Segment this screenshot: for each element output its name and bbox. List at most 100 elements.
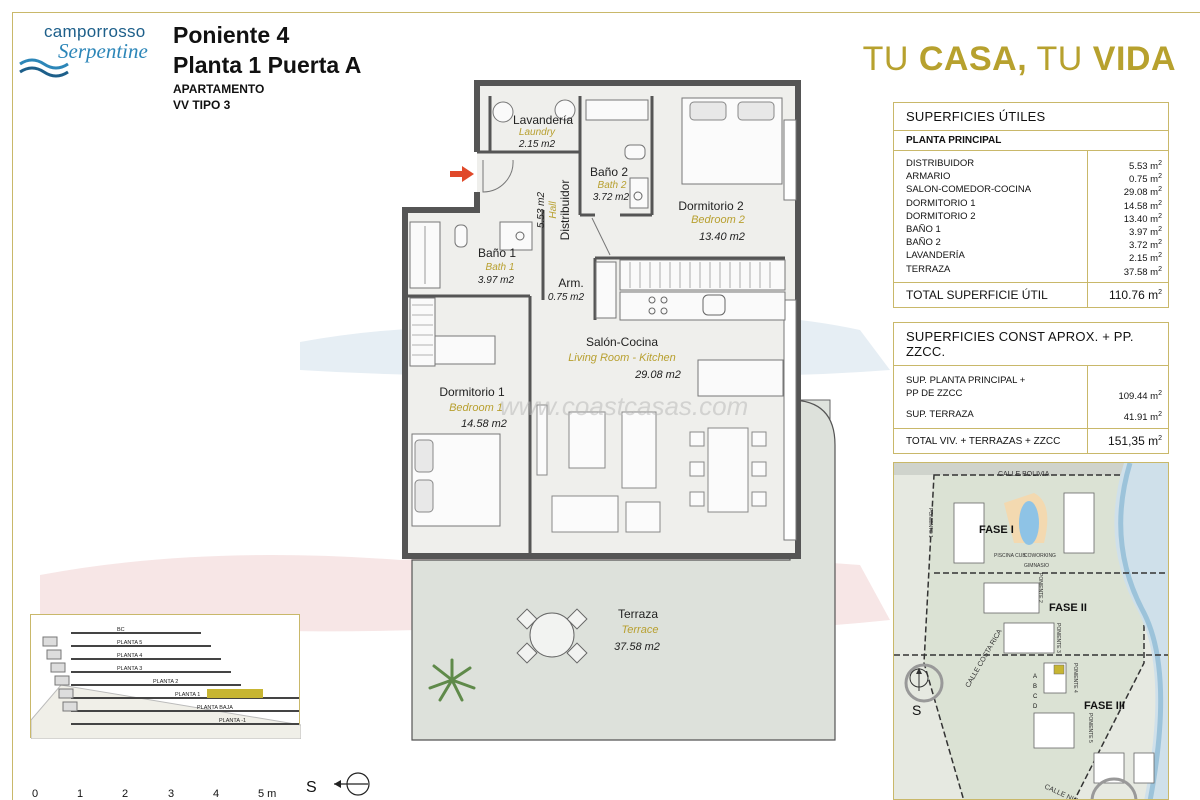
- useful-area-table: SUPERFICIES ÚTILES PLANTA PRINCIPAL DIST…: [893, 102, 1169, 308]
- amenity-label-coworking: COWORKING: [1024, 553, 1056, 559]
- useful-area-row-value: 3.72 m2: [1129, 239, 1162, 252]
- built-row2-value: 41.91 m2: [1123, 411, 1162, 424]
- section-level-label: PLANTA 2: [153, 679, 178, 685]
- outer-walls: [402, 80, 801, 559]
- svg-text:2.15 m2: 2.15 m2: [518, 139, 556, 150]
- svg-text:3.97 m2: 3.97 m2: [478, 275, 515, 286]
- north-arrow-icon: [334, 772, 370, 796]
- door-label-d: D: [1033, 704, 1038, 710]
- useful-area-row-value: 29.08 m2: [1123, 186, 1162, 199]
- watermark: www.coastcasas.com: [500, 391, 749, 421]
- built-row1-label-b: PP DE ZZCC: [906, 388, 963, 400]
- building-label-p5: PONIENTE 5: [1087, 713, 1093, 743]
- section-level-label: PLANTA -1: [219, 718, 246, 724]
- phase-2-label: FASE II: [1049, 602, 1087, 614]
- useful-area-row-name: TERRAZA: [906, 263, 951, 275]
- building-label-p4: PONIENTE 4: [1072, 663, 1078, 693]
- door-label-b: B: [1033, 684, 1037, 690]
- unit-subtype: VV TIPO 3: [173, 98, 231, 112]
- amenity-label-gym: GIMNASIO: [1024, 563, 1049, 569]
- room-label-bano2: Baño 2 Bath 2 3.72 m2: [590, 165, 630, 203]
- site-north-icon: [909, 668, 929, 691]
- amenity-label-pool: PISCINA CUB.: [994, 553, 1027, 559]
- svg-text:Dormitorio 2: Dormitorio 2: [678, 199, 744, 213]
- svg-text:Salón-Cocina: Salón-Cocina: [586, 335, 658, 349]
- svg-text:Terrace: Terrace: [622, 624, 659, 636]
- section-terrace-block: [54, 675, 70, 686]
- door-label-c: C: [1033, 694, 1038, 700]
- terrace-table: [529, 612, 575, 658]
- building-label-p1: PONIENTE 1: [927, 508, 933, 538]
- useful-area-row-value: 5.53 m2: [1129, 160, 1162, 173]
- phase-3-label: FASE III: [1084, 700, 1125, 712]
- interior-walls: [405, 96, 785, 556]
- building-title: Poniente 4: [173, 22, 290, 48]
- section-level-label: PLANTA BAJA: [197, 705, 233, 711]
- svg-text:3.72 m2: 3.72 m2: [593, 192, 630, 203]
- unit-type: APARTAMENTO: [173, 82, 265, 96]
- svg-text:29.08 m2: 29.08 m2: [634, 369, 681, 381]
- svg-text:14.58 m2: 14.58 m2: [461, 418, 507, 430]
- section-terrace-block: [42, 636, 58, 647]
- section-highlight-level: [207, 689, 263, 698]
- room-label-bano1: Baño 1 Bath 1 3.97 m2: [478, 246, 516, 286]
- built-total-value: 151,35 m2: [1108, 433, 1162, 448]
- svg-text:Living Room - Kitchen: Living Room - Kitchen: [568, 352, 676, 364]
- built-area-title: SUPERFICIES CONST APROX. + PP. ZZCC.: [894, 323, 1168, 366]
- svg-text:Terraza: Terraza: [618, 607, 658, 621]
- built-row1-value: 109.44 m2: [1118, 390, 1162, 403]
- useful-area-row-value: 3.97 m2: [1129, 225, 1162, 239]
- svg-text:13.40 m2: 13.40 m2: [699, 231, 745, 243]
- useful-area-row-name: BAÑO 2: [906, 237, 941, 249]
- room-label-distribuidor: Distribuidor Hall 5.53 m2: [536, 180, 572, 241]
- section-level-label: BC: [117, 627, 125, 633]
- room-label-lavanderia: Lavandería Laundry 2.15 m2: [513, 113, 573, 150]
- slogan: TU CASA, TU VIDA: [862, 40, 1176, 78]
- svg-text:Dormitorio 1: Dormitorio 1: [439, 385, 505, 399]
- room-label-armario: Arm. 0.75 m2: [548, 276, 585, 303]
- room-label-salon: Salón-Cocina Living Room - Kitchen 29.08…: [568, 335, 681, 381]
- built-row1-label-a: SUP. PLANTA PRINCIPAL +: [906, 375, 1026, 386]
- page-frame: [12, 12, 1200, 800]
- shower-2: [585, 99, 649, 121]
- room-label-dormitorio2: Dormitorio 2 Bedroom 2 13.40 m2: [678, 199, 745, 243]
- svg-text:Lavandería: Lavandería: [513, 113, 573, 127]
- site-north-label: S: [912, 702, 921, 718]
- useful-area-total-label: TOTAL SUPERFICIE ÚTIL: [894, 282, 1088, 307]
- useful-area-row-name: BAÑO 1: [906, 223, 941, 235]
- svg-text:37.58 m2: 37.58 m2: [614, 641, 660, 653]
- useful-area-row-name: DORMITORIO 2: [906, 210, 976, 222]
- kitchen-tall-units: [619, 259, 786, 291]
- section-level-label: PLANTA 5: [117, 640, 142, 646]
- scale-bar: 0 1 2 3 4 5 m: [32, 788, 277, 800]
- useful-area-row-name: SALON-COMEDOR-COCINA: [906, 184, 1032, 196]
- section-terrace-block: [50, 662, 66, 673]
- section-level-label: PLANTA 4: [117, 653, 142, 659]
- street-label-bolivia: CALLE BOLIVIA: [998, 471, 1050, 478]
- room-label-dormitorio1: Dormitorio 1 Bedroom 1 14.58 m2: [439, 385, 507, 430]
- building-label-p3: PONIENTE 3: [1055, 623, 1061, 653]
- built-area-table: SUPERFICIES CONST APROX. + PP. ZZCC. SUP…: [893, 322, 1169, 454]
- svg-text:Baño 2: Baño 2: [590, 165, 628, 179]
- useful-area-row-value: 13.40 m2: [1123, 212, 1162, 225]
- svg-text:Bedroom 1: Bedroom 1: [449, 402, 503, 414]
- section-terrace-block: [58, 688, 74, 699]
- useful-area-total-value: 110.76 m2: [1108, 287, 1162, 302]
- phase-1-label: FASE I: [979, 524, 1014, 536]
- dryer: [554, 99, 576, 121]
- logo-line2: Serpentine: [58, 39, 148, 63]
- building-label-p2: PONIENTE 2: [1037, 573, 1043, 603]
- built-total-label: TOTAL VIV. + TERRAZAS + ZZCC: [894, 428, 1088, 453]
- svg-text:Arm.: Arm.: [558, 276, 583, 290]
- useful-area-row-value: 0.75 m2: [1129, 173, 1162, 186]
- useful-area-row-name: DORMITORIO 1: [906, 197, 976, 209]
- plant-icon: [428, 658, 476, 702]
- logo-line1: camporrosso: [44, 22, 146, 41]
- useful-area-row-value: 37.58 m2: [1123, 265, 1162, 278]
- useful-area-row-name: DISTRIBUIDOR: [906, 158, 975, 169]
- section-terrace-block: [62, 701, 78, 712]
- section-level-label: PLANTA 1: [175, 692, 200, 698]
